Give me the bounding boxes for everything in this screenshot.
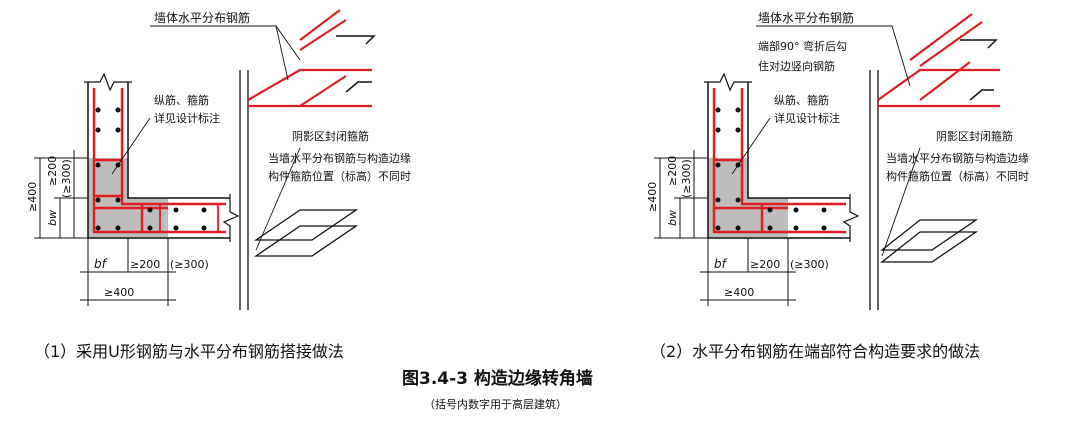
u-hooks [336,35,376,93]
dim-400-left: ≥400 [26,182,39,212]
dim-lines-left [654,150,708,239]
figure-title: 图3.4-3 构造边缘转角墙 [402,369,593,389]
label-end-line2: 住对边竖向钢筋 [758,59,835,73]
label-longitudinal: 纵筋、箍筋 [154,93,209,107]
elevation-rebar [877,13,1000,108]
rebar-group [92,88,226,234]
elevation-rebar [247,9,372,108]
dim-lines-bottom [80,238,176,306]
dim-bw: bw [666,210,679,226]
label-shaded-hoop: 阴影区封闭箍筋 [936,129,1013,143]
figure-note: （括号内数字用于高层建筑） [424,398,567,411]
panel-2-caption: （2）水平分布钢筋在端部符合构造要求的做法 [650,342,981,361]
rebar-dots [715,107,827,231]
dim-300-left: (≥300) [60,159,73,198]
label-when-line2: 构件箍筋位置（标高）不同时 [886,169,1029,183]
hoop-rebar [94,158,168,232]
rebar-dots [95,107,207,231]
label-when-line1: 当墙水平分布钢筋与构造边缘 [886,151,1029,165]
break-mark-top [704,72,752,92]
break-mark-right [842,194,860,242]
dim-200-bottom: ≥200 [750,258,780,271]
vertical-rebar [740,88,846,206]
label-end-line1: 端部90° 弯折后勾 [758,39,847,53]
dim-400-bottom: ≥400 [724,286,754,299]
leader-lines [111,25,301,251]
dim-200-left: ≥200 [46,156,59,186]
hoop-rebar [159,203,219,233]
vertical-rebar [712,88,846,234]
label-see-design: 详见设计标注 [154,111,220,125]
label-longitudinal: 纵筋、箍筋 [774,93,829,107]
break-mark-right [222,194,240,242]
dim-300-bottom: (≥300) [170,258,209,271]
dim-200-left: ≥200 [666,156,679,186]
dim-200-bottom: ≥200 [130,258,160,271]
dim-300-bottom: (≥300) [790,258,829,271]
label-when-line1: 当墙水平分布钢筋与构造边缘 [268,151,411,165]
wall-outline-inner [747,82,850,199]
dim-bf: bf [714,257,728,271]
leader-lines [731,25,921,257]
dim-400-left: ≥400 [646,182,659,212]
label-when-line2: 构件箍筋位置（标高）不同时 [268,169,411,183]
label-wall-horizontal: 墙体水平分布钢筋 [154,10,250,25]
break-mark-top [84,72,132,92]
u-hooks [960,39,998,101]
dim-bw: bw [46,210,59,226]
label-see-design: 详见设计标注 [774,111,840,125]
elevation-sketch [239,70,359,310]
elevation-sketch [869,70,979,310]
label-shaded-hoop: 阴影区封闭箍筋 [292,129,369,143]
panel-1: 墙体水平分布钢筋 纵筋、箍筋 详见设计标注 阴影区封闭箍筋 当墙水平分布钢筋与构… [26,9,411,310]
rebar-group [712,88,846,234]
dim-lines-left [34,150,88,239]
dim-400-bottom: ≥400 [104,286,134,299]
wall-outline-inner [127,82,230,199]
dim-300-left: (≥300) [680,159,693,198]
hoop-rebar [714,158,788,232]
label-wall-horizontal: 墙体水平分布钢筋 [758,10,854,25]
panel-1-caption: （1）采用U形钢筋与水平分布钢筋搭接做法 [34,342,344,361]
dim-lines-bottom [700,238,796,306]
dim-bf: bf [94,257,108,271]
panel-2: 墙体水平分布钢筋 端部90° 弯折后勾 住对边竖向钢筋 纵筋、箍筋 详见设计标注… [646,10,1029,310]
